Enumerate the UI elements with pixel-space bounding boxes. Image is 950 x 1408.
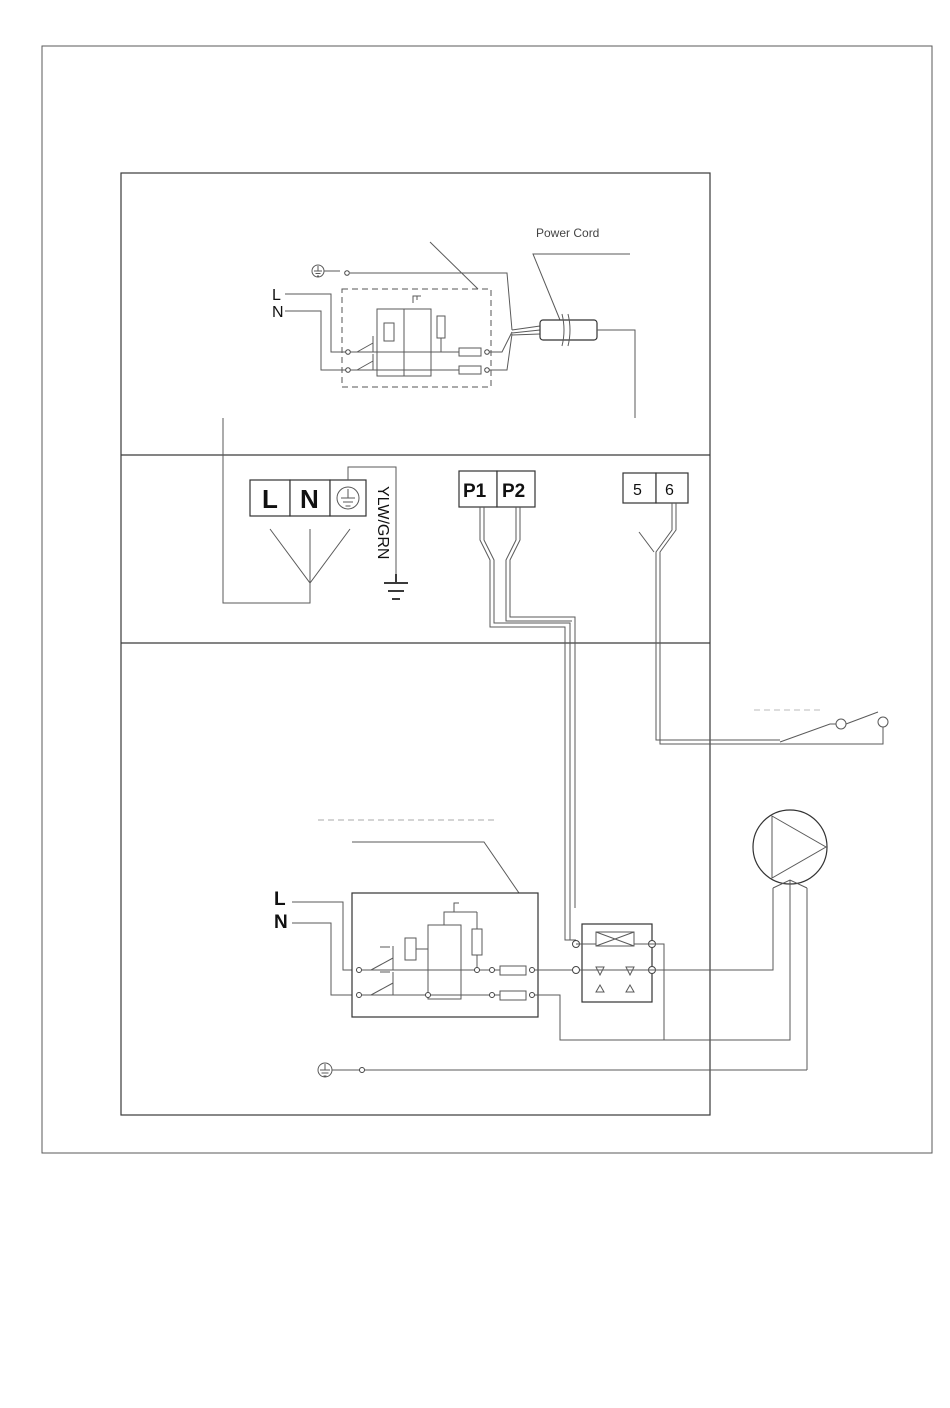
pump-terminal-block: P1 P2 [459, 471, 576, 940]
bottom-unit-node-1 [475, 968, 480, 973]
top-unit-cord-entry [512, 326, 540, 335]
terminal-label-p1: P1 [463, 481, 487, 502]
bottom-unit-node-3 [490, 993, 495, 998]
bottom-unit-terminal-n [357, 993, 362, 998]
terminal-label-n: N [300, 484, 319, 514]
fuse-icon [459, 348, 481, 356]
earth-icon [312, 265, 324, 277]
top-unit-terminal-n [346, 368, 351, 373]
terminal-label-p2: P2 [502, 481, 525, 502]
switch-terminal-block: 5 6 [623, 473, 780, 744]
switch-wire-2 [660, 503, 778, 744]
switch-wire-3 [639, 532, 654, 552]
relay-icon [357, 296, 431, 376]
top-unit-neutral-label: N [272, 304, 284, 321]
top-unit-out-wire-1 [489, 332, 512, 352]
top-unit-line-label: L [272, 287, 281, 304]
float-switch-icon [754, 710, 888, 744]
pump-icon [664, 810, 827, 1070]
bottom-unit-node-2 [490, 968, 495, 973]
earth-wire-label: YLW/GRN [374, 486, 391, 559]
power-cord-run [597, 330, 635, 418]
terminal-label-6: 6 [665, 482, 674, 499]
top-unit-earth-terminal [345, 271, 350, 276]
bottom-unit-out-terminal-1 [530, 968, 535, 973]
top-unit: L N [272, 226, 635, 418]
bottom-unit-neutral-wire [292, 923, 356, 995]
power-cord-label: Power Cord [536, 226, 599, 240]
bottom-unit-line-label: L [274, 889, 286, 910]
top-unit-neutral-wire [285, 311, 346, 370]
top-unit-heading-leader [430, 242, 478, 289]
mains-terminal-block: L N YLW/GRN [223, 418, 408, 603]
bottom-unit-out-terminal-2 [530, 993, 535, 998]
bottom-unit-line-wire [292, 902, 356, 970]
power-cord-sleeve [540, 320, 597, 340]
earth-icon [384, 574, 408, 599]
contactor-box [573, 888, 774, 1040]
top-unit-enclosure [342, 289, 491, 387]
pump-feed-wire-3 [484, 507, 570, 940]
earth-icon [318, 1063, 332, 1077]
top-unit-out-terminal-2 [485, 368, 490, 373]
top-unit-out-terminal-1 [485, 350, 490, 355]
mains-v-wires [270, 529, 350, 583]
bottom-unit-node-4 [426, 993, 431, 998]
terminal-label-l: L [262, 484, 278, 514]
bottom-unit-neutral-label: N [274, 912, 288, 933]
contactor-terminal-l2 [573, 967, 580, 974]
top-unit-resistor [437, 316, 445, 338]
terminal-label-5: 5 [633, 482, 642, 499]
power-cord-leader [533, 254, 630, 320]
pump-feed-wire-4 [506, 507, 572, 621]
bottom-earth-terminal [360, 1068, 365, 1073]
top-unit-earth-wire [324, 271, 512, 330]
top-unit-line-wire [285, 294, 346, 352]
bottom-unit-terminal-l [357, 968, 362, 973]
switch-wire-1 [656, 503, 780, 740]
top-unit-fuse-lower [459, 366, 481, 374]
top-unit-terminal-l [346, 350, 351, 355]
bottom-unit-heading-leader [352, 842, 519, 893]
